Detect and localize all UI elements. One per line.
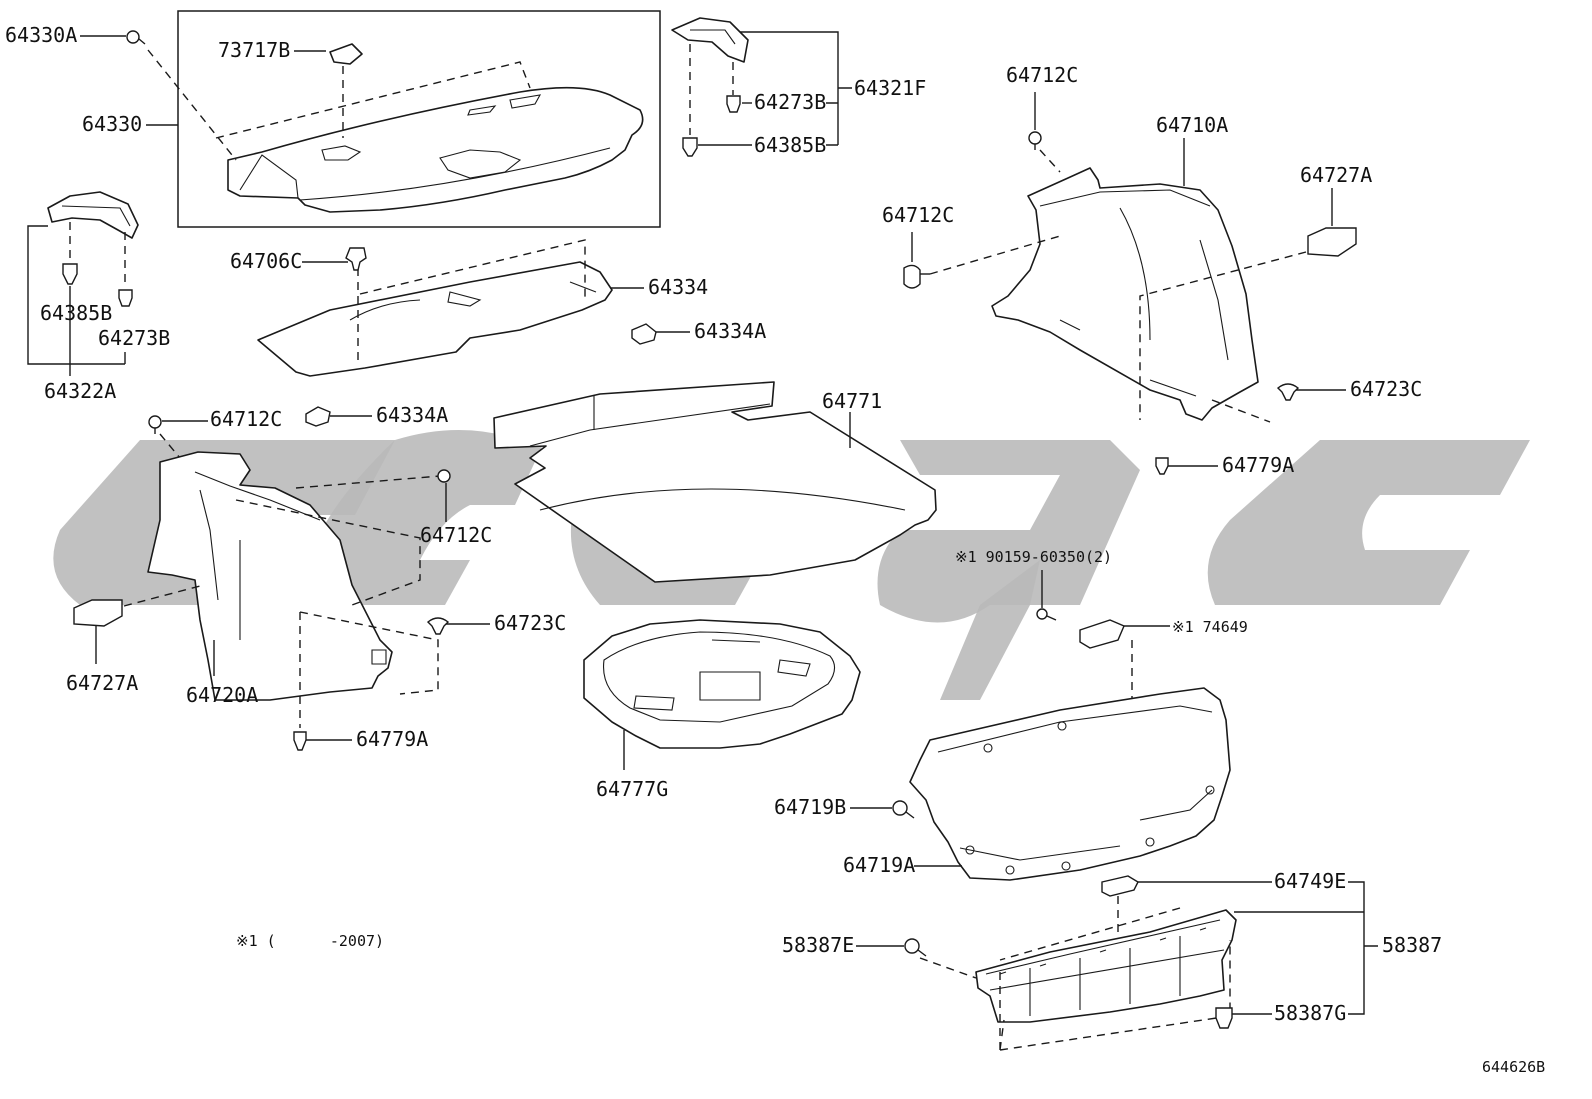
clip-64330A: [126, 30, 146, 45]
label-64777G: 64777G: [596, 777, 668, 801]
label-58387: 58387: [1382, 933, 1442, 957]
clip-58387E: [904, 938, 927, 957]
label-64334A-right: 64334A: [694, 319, 766, 343]
dashed-guide: [919, 907, 1181, 979]
label-64273B-top: 64273B: [754, 90, 826, 114]
label-64322A: 64322A: [44, 379, 116, 403]
label-64771: 64771: [822, 389, 882, 413]
label-74649: ※1 74649: [1172, 618, 1248, 636]
label-64727A-left: 64727A: [66, 671, 138, 695]
dashed-guide: [359, 239, 586, 300]
label-64710A: 64710A: [1156, 113, 1228, 137]
clip-64273B-left: [118, 289, 133, 307]
tray-64777G: [583, 619, 861, 749]
package-tray-trim-64330: [227, 86, 644, 213]
group-box-64330: [177, 10, 661, 228]
label-64723C-right: 64723C: [1350, 377, 1422, 401]
clip-64723C-left: [426, 617, 450, 635]
clip-64706C: [345, 247, 367, 271]
leader-line: [740, 31, 852, 146]
label-64779A-right: 64779A: [1222, 453, 1294, 477]
leader-line: [27, 225, 126, 376]
clip-64723C-right: [1276, 383, 1300, 401]
label-58387E: 58387E: [782, 933, 854, 957]
pad-64727A-left: [73, 599, 123, 627]
clip-64712C-left-mid: [437, 469, 451, 483]
bolt-90159-60350: [1036, 608, 1057, 621]
label-64749E: 64749E: [1274, 869, 1346, 893]
label-90159-60350: ※1 90159-60350(2): [955, 548, 1112, 566]
trunk-mat-64771: [493, 381, 937, 583]
pad-64727A-right: [1307, 227, 1357, 257]
clip-58387G: [1215, 1007, 1233, 1029]
label-64712C-right-top: 64712C: [1006, 63, 1078, 87]
clip-64719B: [892, 800, 915, 819]
dashed-guide: [295, 475, 441, 489]
cover-64321F: [671, 17, 749, 63]
label-64779A-left: 64779A: [356, 727, 428, 751]
clip-64712C-right-mid: [903, 264, 930, 289]
label-64385B-left: 64385B: [40, 301, 112, 325]
dashed-guide: [159, 433, 191, 471]
label-58387G: 58387G: [1274, 1001, 1346, 1025]
dashed-guide: [235, 499, 421, 606]
label-64330: 64330: [82, 112, 142, 136]
pad-64334A-left: [305, 406, 331, 427]
label-64321F: 64321F: [854, 76, 926, 100]
clip-64712C-right-top: [1028, 131, 1042, 150]
label-64334: 64334: [648, 275, 708, 299]
label-64334A-left: 64334A: [376, 403, 448, 427]
clip-64779A-left: [293, 731, 307, 751]
quarter-trim-64710A: [991, 167, 1259, 421]
bracket-74649: [1079, 619, 1125, 649]
leader-line: [1234, 881, 1378, 1015]
clip-64385B-left: [62, 263, 78, 285]
clip-64712C-left-top: [148, 415, 162, 434]
label-64719A: 64719A: [843, 853, 915, 877]
label-64273B-left: 64273B: [98, 326, 170, 350]
dashed-guide: [999, 940, 1231, 1051]
cover-64322A: [47, 191, 139, 239]
label-64719B: 64719B: [774, 795, 846, 819]
footnote: ※1 ( -2007): [236, 932, 384, 950]
dashed-guide: [1211, 399, 1271, 423]
retainer-64749E: [1101, 875, 1139, 897]
label-64712C-left-top: 64712C: [210, 407, 282, 431]
label-64385B-top: 64385B: [754, 133, 826, 157]
dashed-guide: [1139, 251, 1307, 420]
label-64712C-left-mid: 64712C: [420, 523, 492, 547]
label-64706C: 64706C: [230, 249, 302, 273]
scuff-plate-58387: [975, 909, 1237, 1023]
quarter-trim-64720A: [147, 451, 393, 701]
dashed-guide: [1039, 149, 1061, 173]
dashed-guide: [929, 235, 1061, 275]
dashed-guide: [215, 61, 531, 139]
clip-64385B-top: [682, 137, 698, 157]
label-64723C-left: 64723C: [494, 611, 566, 635]
trunk-lid-trim-64719A: [909, 687, 1231, 881]
label-64720A: 64720A: [186, 683, 258, 707]
clip-64779A-right: [1155, 457, 1169, 475]
cover-73717B: [329, 43, 363, 65]
label-64727A-right: 64727A: [1300, 163, 1372, 187]
figure-id: 644626B: [1482, 1058, 1545, 1076]
label-64330A: 64330A: [5, 23, 77, 47]
clip-64273B-top: [726, 95, 741, 113]
mat-64334: [257, 261, 613, 377]
dashed-guide: [147, 49, 237, 161]
label-64712C-right-mid: 64712C: [882, 203, 954, 227]
label-73717B: 73717B: [218, 38, 290, 62]
pad-64334A-right: [631, 323, 657, 345]
dashed-guide: [299, 611, 439, 695]
